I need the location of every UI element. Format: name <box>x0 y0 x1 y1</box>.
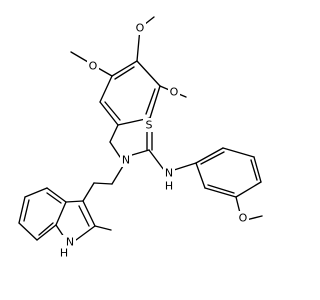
bond-ring1-c <box>99 101 119 126</box>
bond-c3a-c7a <box>55 201 67 226</box>
atom-label-hydrogen-indole: H <box>60 247 68 260</box>
atom-label-sulfur: S <box>146 119 153 132</box>
bond-ring3-c-double <box>250 159 258 181</box>
bond-c5-c6-double <box>23 199 30 222</box>
bond-c3-c3a <box>65 200 84 203</box>
atom-label-hydrogen-thiourea: H <box>165 180 173 193</box>
bond-ethyl1-ethyl2 <box>93 182 113 185</box>
atom-label-oxygen-anisole: O <box>239 212 248 225</box>
bond-c3-c2-double <box>78 205 90 227</box>
bond-ring1-e <box>149 85 161 119</box>
bond-ring3-b <box>222 147 255 158</box>
atom-label-oxygen-left: O <box>89 60 98 73</box>
bond-ch2-n <box>109 141 121 158</box>
bond-c3a-c4-double <box>46 192 62 204</box>
bond-ring3-d <box>235 181 262 198</box>
bond-c5-c6 <box>18 196 26 224</box>
bond-ring1-f <box>136 60 161 87</box>
bond-c7-c7a <box>36 224 57 241</box>
bond-ring1-a-double <box>114 66 135 80</box>
bond-ring3-oanisole <box>235 196 241 214</box>
bond-ring1-b <box>99 75 113 103</box>
bond-ring1-a <box>111 60 138 77</box>
bond-n-ethyl1 <box>111 165 124 185</box>
bond-ring1-ch2 <box>109 124 119 143</box>
bond-c3a-c4 <box>46 187 67 203</box>
bond-oleft-ring <box>97 67 113 77</box>
bond-n-cthio <box>131 149 150 156</box>
bond-ring3-f <box>195 162 206 189</box>
bond-ring3-e <box>204 187 237 198</box>
bond-c2-methyl <box>94 225 112 231</box>
bond-c4-c5 <box>24 187 48 198</box>
bond-c3-c2 <box>82 200 96 227</box>
bond-ring1-c-double <box>104 101 121 121</box>
bond-c6-c7 <box>18 222 38 241</box>
bond-c7-c7a-double <box>38 222 54 236</box>
bond-c2-n1 <box>75 225 96 241</box>
bond-ring3-a-double <box>200 151 225 165</box>
atom-label-nitrogen-thiourea: N <box>165 167 173 180</box>
atom-label-nitrogen-indole: N <box>66 236 74 249</box>
bond-ethyl2-c3 <box>82 182 95 202</box>
bond-methyl-oleft <box>70 51 89 63</box>
bond-cthio-nh <box>148 149 165 171</box>
chemical-structure-diagram: O O O N S N H O H N <box>18 16 263 260</box>
bond-nh-ring3 <box>173 162 197 171</box>
atom-label-layer: O O O N S N H O H N <box>60 21 249 260</box>
bond-ring3-c <box>253 156 262 183</box>
bond-ring1-e-double <box>145 88 156 115</box>
atom-label-oxygen-top: O <box>136 22 145 35</box>
bond-layer <box>18 16 263 241</box>
bond-ring3-a <box>195 147 224 164</box>
atom-label-oxygen-right: O <box>170 86 179 99</box>
atom-label-nitrogen-center: N <box>122 154 130 167</box>
bond-ring3-e-double <box>207 184 235 194</box>
